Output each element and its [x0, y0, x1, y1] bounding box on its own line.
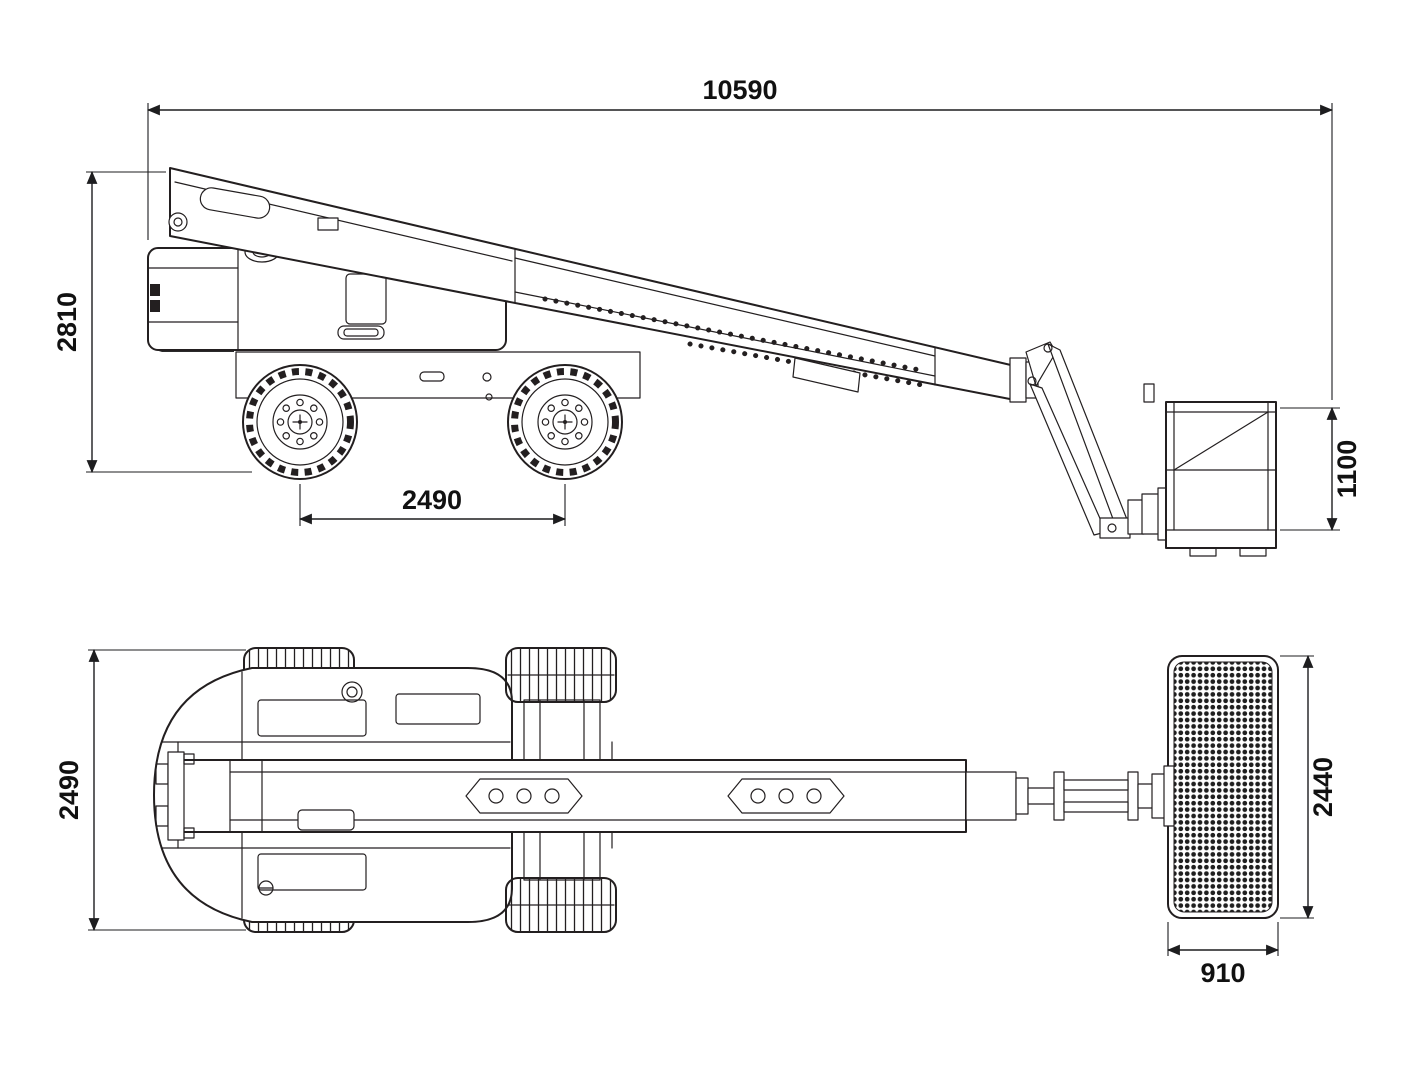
side-view: [147, 167, 1277, 557]
right-front-wheel-top: [505, 647, 617, 703]
handle: [337, 325, 385, 340]
dim-platform-width-label: 910: [1200, 958, 1245, 988]
front-wheel-side: [243, 365, 357, 479]
tail-light: [150, 300, 160, 312]
top-view: [153, 647, 1279, 933]
platform-top: [1151, 655, 1279, 919]
dim-overall-length: 10590: [146, 75, 1334, 400]
dim-overall-length-label: 10590: [702, 75, 777, 105]
dim-wheelbase-label: 2490: [402, 485, 462, 515]
tail-light: [150, 284, 160, 296]
basket-foot: [1189, 547, 1217, 557]
telescopic-boom: [168, 167, 1039, 403]
boom-head: [1009, 357, 1027, 403]
boom-slot: [199, 187, 271, 219]
boom-hole-plate: [727, 778, 845, 814]
boom-pivot-pin: [168, 212, 188, 232]
boom-perforations: [542, 296, 923, 373]
right-rear-wheel-top: [505, 877, 617, 933]
fuel-cap: [341, 681, 363, 703]
dim-overall-height-label: 2810: [52, 292, 82, 352]
dim-overall-width: 2490: [54, 648, 246, 932]
dim-platform-rail-height-label: 1100: [1332, 440, 1362, 499]
dim-overall-width-label: 2490: [54, 760, 84, 820]
boom-top: [167, 751, 1029, 841]
dim-wheelbase: 2490: [298, 484, 567, 526]
dim-platform-length-label: 2440: [1308, 757, 1338, 817]
platform-rotator: [1099, 517, 1131, 539]
basket-foot: [1239, 547, 1267, 557]
jib-top: [1027, 771, 1169, 821]
dimension-annotations: 10590 2810 2490 1100 2490: [52, 75, 1362, 988]
jib-assembly: [1025, 341, 1145, 539]
boom-pivot-block: [167, 751, 185, 841]
dim-platform-width: 910: [1166, 922, 1280, 988]
boom-hole-plate: [465, 778, 583, 814]
basket: [1165, 401, 1277, 549]
rear-wheel-side: [508, 365, 622, 479]
dim-overall-height: 2810: [52, 170, 252, 474]
platform-side: [1141, 383, 1277, 557]
lift-cylinder-top: [297, 809, 355, 831]
platform-mesh-floor: [1173, 661, 1273, 913]
boom-accessory-box: [792, 357, 861, 393]
side-chassis-details: [419, 371, 493, 401]
dim-platform-length: 2440: [1280, 654, 1338, 920]
dim-platform-rail-height: 1100: [1280, 406, 1362, 532]
